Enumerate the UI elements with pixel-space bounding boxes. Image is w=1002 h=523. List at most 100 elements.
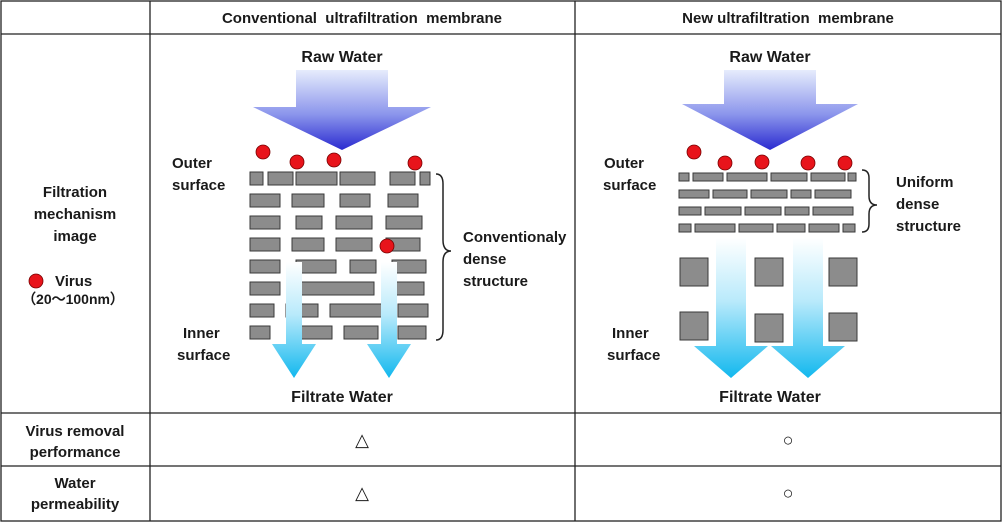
col2-header: New ultrafiltration membrane <box>682 10 894 27</box>
conv-block-7-1 <box>299 325 333 340</box>
new-block-2-2 <box>744 206 782 216</box>
conv-raw-water-label: Raw Water <box>301 49 382 66</box>
row2-label-line-1: Virus removal <box>26 423 125 440</box>
new-support-square-1 <box>754 257 784 287</box>
conv-block-5-0 <box>249 281 281 296</box>
row2-label: Virus removal performance <box>26 423 125 461</box>
col1-header: Conventional ultrafiltration membrane <box>222 10 502 27</box>
conv-block-0-2 <box>295 171 338 186</box>
conv-virus-0 <box>255 144 271 160</box>
conv-virus-2 <box>326 152 342 168</box>
conv-structure-line-2: dense <box>463 251 506 268</box>
conv-block-4-2 <box>349 259 377 274</box>
legend-virus-size: （20～100nm） <box>22 291 124 307</box>
conv-block-1-0 <box>249 193 281 208</box>
conv-structure-label: Conventionaly dense structure <box>463 229 567 290</box>
conv-block-5-1 <box>299 281 375 296</box>
conv-raw-water-arrow <box>253 70 431 150</box>
row1-label-line-3: image <box>53 228 96 245</box>
conv-block-4-0 <box>249 259 281 274</box>
new-outer-surface-label: Outer surface <box>603 155 656 194</box>
conv-block-3-0 <box>249 237 281 252</box>
conv-block-6-3 <box>397 303 429 318</box>
conv-block-2-1 <box>295 215 323 230</box>
conv-membrane-blocks <box>249 171 431 340</box>
conv-virus-4 <box>379 238 395 254</box>
row1-label: Filtration mechanism image <box>34 184 117 245</box>
conv-block-7-2 <box>343 325 379 340</box>
row1-label-line-1: Filtration <box>43 184 107 201</box>
new-support-square-4 <box>754 313 784 343</box>
conv-block-4-3 <box>391 259 427 274</box>
conv-inner-surface-label: Inner surface <box>177 325 230 364</box>
conv-permeability-rating: △ <box>355 483 369 503</box>
new-support-square-3 <box>679 311 709 341</box>
conv-block-3-1 <box>291 237 325 252</box>
new-virus-3 <box>800 155 816 171</box>
new-membrane-blocks <box>678 172 858 343</box>
row1-label-line-2: mechanism <box>34 206 117 223</box>
new-block-1-1 <box>712 189 748 199</box>
conv-filtrate-arrow-left <box>272 262 316 378</box>
new-structure-label: Uniform dense structure <box>896 174 961 235</box>
conv-block-0-5 <box>419 171 431 186</box>
legend-virus-icon <box>28 273 44 289</box>
conv-outer-line-1: Outer <box>172 155 212 172</box>
conventional-panel: Raw Water Outer surface Inner surface Co… <box>172 49 567 406</box>
new-block-2-1 <box>704 206 742 216</box>
new-block-2-4 <box>812 206 854 216</box>
new-structure-line-2: dense <box>896 196 939 213</box>
conv-structure-line-1: Conventionaly <box>463 229 567 246</box>
new-block-3-4 <box>808 223 840 233</box>
new-outer-line-1: Outer <box>604 155 644 172</box>
conv-outer-surface-label: Outer surface <box>172 155 225 194</box>
new-support-square-0 <box>679 257 709 287</box>
new-block-2-0 <box>678 206 702 216</box>
new-block-3-0 <box>678 223 692 233</box>
conv-structure-line-3: structure <box>463 273 528 290</box>
new-panel: Raw Water Outer surface Inner surface Un… <box>603 49 961 406</box>
new-structure-line-1: Uniform <box>896 174 954 191</box>
new-inner-line-2: surface <box>607 347 660 364</box>
conv-block-2-0 <box>249 215 281 230</box>
new-raw-water-arrow <box>682 70 858 150</box>
new-block-1-4 <box>814 189 852 199</box>
row3-label-line-1: Water <box>54 475 95 492</box>
new-structure-brace <box>861 169 878 233</box>
new-virus-1 <box>717 155 733 171</box>
new-block-0-4 <box>810 172 846 182</box>
conv-block-6-2 <box>329 303 387 318</box>
conv-virus-3 <box>407 155 423 171</box>
conv-inner-line-2: surface <box>177 347 230 364</box>
new-block-3-3 <box>776 223 806 233</box>
conv-structure-brace <box>435 173 452 341</box>
conv-block-3-2 <box>335 237 373 252</box>
conv-block-2-3 <box>385 215 423 230</box>
new-block-0-0 <box>678 172 690 182</box>
new-support-square-2 <box>828 257 858 287</box>
new-outer-line-2: surface <box>603 177 656 194</box>
new-block-3-2 <box>738 223 774 233</box>
new-filtrate-arrow-right <box>771 238 845 378</box>
conv-filtrate-water-label: Filtrate Water <box>291 389 393 406</box>
conv-outer-line-2: surface <box>172 177 225 194</box>
conv-block-7-3 <box>397 325 427 340</box>
conv-block-7-0 <box>249 325 271 340</box>
conv-block-0-4 <box>389 171 416 186</box>
new-filtrate-water-label: Filtrate Water <box>719 389 821 406</box>
conv-block-2-2 <box>335 215 373 230</box>
new-virus-0 <box>686 144 702 160</box>
new-inner-line-1: Inner <box>612 325 649 342</box>
row2-label-line-2: performance <box>30 444 121 461</box>
new-block-1-2 <box>750 189 788 199</box>
new-support-square-5 <box>828 312 858 342</box>
new-block-1-0 <box>678 189 710 199</box>
row3-label: Water permeability <box>31 475 120 513</box>
new-permeability-rating: ○ <box>783 483 794 503</box>
new-virus-2 <box>754 154 770 170</box>
conv-block-1-1 <box>291 193 325 208</box>
new-block-0-5 <box>847 172 857 182</box>
